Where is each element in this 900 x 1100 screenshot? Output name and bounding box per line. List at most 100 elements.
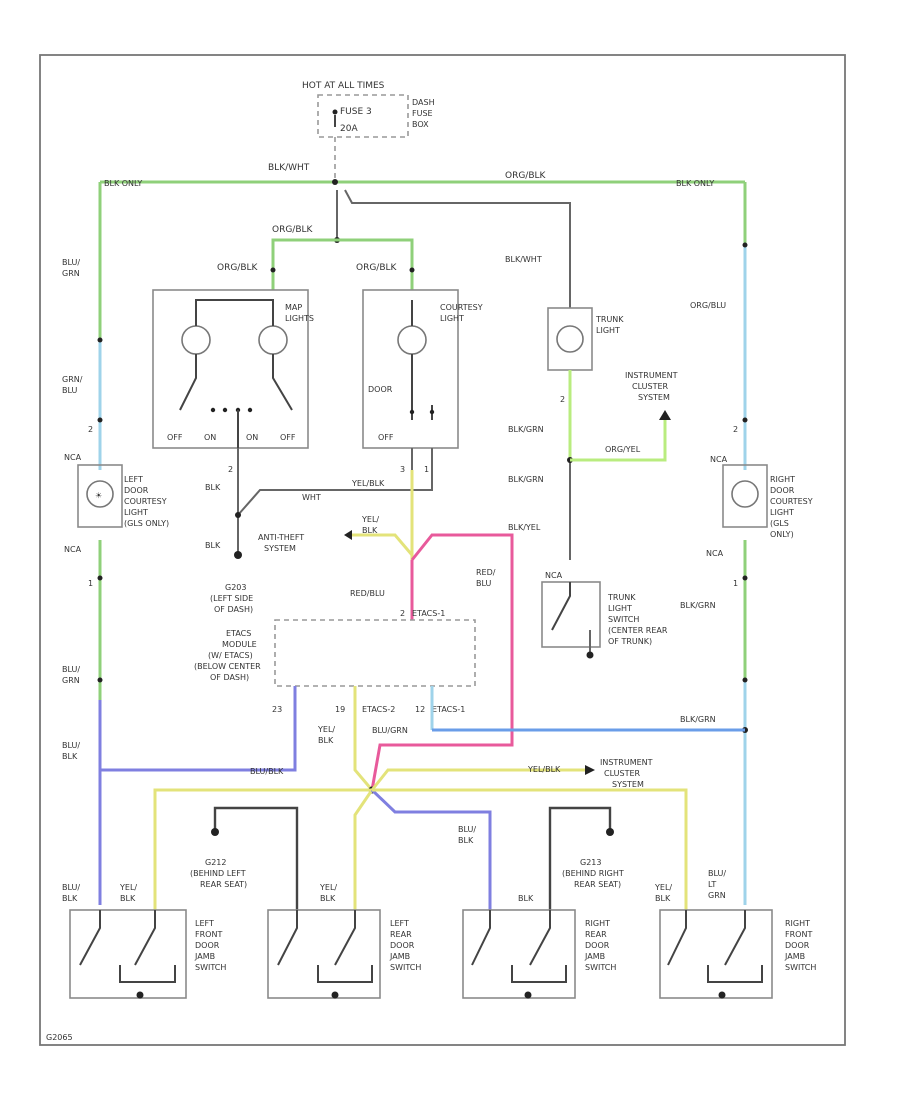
- svg-text:BLU/: BLU/: [62, 258, 80, 267]
- fuse-title: HOT AT ALL TIMES: [302, 81, 385, 91]
- svg-text:BLK: BLK: [205, 483, 221, 492]
- svg-text:LIGHT: LIGHT: [124, 508, 148, 517]
- svg-text:MAP: MAP: [285, 303, 302, 312]
- svg-text:OF DASH): OF DASH): [214, 605, 253, 614]
- svg-text:COURTESY: COURTESY: [440, 303, 483, 312]
- svg-text:(GLS: (GLS: [770, 519, 789, 528]
- svg-text:DASH: DASH: [412, 98, 435, 107]
- svg-text:BLU/: BLU/: [62, 665, 80, 674]
- svg-text:CLUSTER: CLUSTER: [632, 382, 669, 391]
- svg-text:NCA: NCA: [64, 453, 82, 462]
- svg-text:BLK: BLK: [458, 836, 474, 845]
- svg-text:ORG/BLK: ORG/BLK: [356, 263, 398, 273]
- svg-text:FUSE: FUSE: [412, 109, 433, 118]
- courtesy-light: DOOR OFF COURTESY LIGHT: [237, 289, 483, 516]
- svg-text:2: 2: [88, 425, 93, 434]
- svg-text:2: 2: [228, 465, 233, 474]
- svg-text:G203: G203: [225, 583, 246, 592]
- svg-text:ETACS: ETACS: [226, 629, 251, 638]
- svg-text:1: 1: [88, 579, 93, 588]
- svg-text:(BEHIND LEFT: (BEHIND LEFT: [190, 869, 246, 878]
- svg-text:YEL/: YEL/: [317, 725, 335, 734]
- svg-text:BLK/GRN: BLK/GRN: [680, 601, 716, 610]
- svg-text:DOOR: DOOR: [390, 941, 415, 950]
- svg-text:NCA: NCA: [64, 545, 82, 554]
- svg-text:LIGHT: LIGHT: [770, 508, 794, 517]
- svg-text:YEL/: YEL/: [361, 515, 379, 524]
- svg-text:MODULE: MODULE: [222, 640, 257, 649]
- svg-text:COURTESY: COURTESY: [770, 497, 813, 506]
- svg-text:ETACS-2: ETACS-2: [362, 705, 395, 714]
- svg-text:INSTRUMENT: INSTRUMENT: [600, 758, 653, 767]
- svg-text:ORG/BLU: ORG/BLU: [690, 301, 726, 310]
- svg-text:GRN: GRN: [62, 676, 80, 685]
- svg-text:BLK ONLY: BLK ONLY: [104, 179, 142, 188]
- ground-g212: G212 (BEHIND LEFT REAR SEAT): [190, 806, 299, 910]
- map-lights: OFF ON ON OFF MAP LIGHTS: [152, 289, 314, 449]
- svg-text:G212: G212: [205, 858, 226, 867]
- svg-text:RED/: RED/: [476, 568, 496, 577]
- svg-text:BLK: BLK: [362, 526, 378, 535]
- svg-text:BOX: BOX: [412, 120, 429, 129]
- svg-text:BLK: BLK: [62, 752, 78, 761]
- svg-text:BLU: BLU: [62, 386, 78, 395]
- svg-text:LT: LT: [708, 880, 716, 889]
- svg-text:REAR SEAT): REAR SEAT): [574, 880, 621, 889]
- svg-text:3: 3: [400, 465, 405, 474]
- svg-text:BLK: BLK: [62, 894, 78, 903]
- svg-text:FRONT: FRONT: [785, 930, 812, 939]
- svg-text:OFF: OFF: [167, 433, 183, 442]
- svg-text:BLU/: BLU/: [62, 883, 80, 892]
- svg-text:SYSTEM: SYSTEM: [638, 393, 670, 402]
- svg-text:YEL/: YEL/: [119, 883, 137, 892]
- svg-text:DOOR: DOOR: [124, 486, 149, 495]
- left-front-door-jamb-switch: LEFT FRONT DOOR JAMB SWITCH: [69, 909, 226, 999]
- svg-text:BLK: BLK: [205, 541, 221, 550]
- svg-text:DOOR: DOOR: [785, 941, 810, 950]
- left-rear-door-jamb-switch: LEFT REAR DOOR JAMB SWITCH: [267, 909, 421, 999]
- svg-text:GRN: GRN: [62, 269, 80, 278]
- svg-text:BLK/WHT: BLK/WHT: [505, 255, 542, 264]
- svg-text:WHT: WHT: [302, 493, 321, 502]
- right-door-courtesy-light: NCA NCA RIGHT DOOR COURTESY LIGHT (GLS O…: [706, 455, 813, 558]
- svg-text:LIGHT: LIGHT: [596, 326, 620, 335]
- svg-text:23: 23: [272, 705, 282, 714]
- svg-text:ORG/BLK: ORG/BLK: [272, 225, 314, 235]
- footer-code: G2065: [46, 1033, 73, 1042]
- diagram-frame: [39, 54, 846, 1046]
- svg-text:(GLS ONLY): (GLS ONLY): [124, 519, 169, 528]
- svg-text:ONLY): ONLY): [770, 530, 794, 539]
- svg-text:INSTRUMENT: INSTRUMENT: [625, 371, 678, 380]
- svg-text:1: 1: [424, 465, 429, 474]
- svg-text:YEL/: YEL/: [319, 883, 337, 892]
- svg-text:BLK/YEL: BLK/YEL: [508, 523, 541, 532]
- svg-text:G213: G213: [580, 858, 601, 867]
- right-front-door-jamb-switch: RIGHT FRONT DOOR JAMB SWITCH: [659, 909, 816, 999]
- svg-text:ORG/YEL: ORG/YEL: [605, 445, 641, 454]
- svg-text:YEL/BLK: YEL/BLK: [527, 765, 561, 774]
- etacs-module: ETACS MODULE (W/ ETACS) (BELOW CENTER OF…: [194, 609, 476, 714]
- svg-text:ORG/BLK: ORG/BLK: [505, 171, 547, 181]
- svg-text:YEL/: YEL/: [654, 883, 672, 892]
- left-door-courtesy-light: ☀ NCA NCA LEFT DOOR COURTESY LIGHT (GLS …: [64, 453, 169, 554]
- svg-text:TRUNK: TRUNK: [595, 315, 624, 324]
- svg-text:12: 12: [415, 705, 425, 714]
- svg-text:DOOR: DOOR: [585, 941, 610, 950]
- svg-text:(W/ ETACS): (W/ ETACS): [208, 651, 253, 660]
- svg-text:YEL/BLK: YEL/BLK: [351, 479, 385, 488]
- pink-wires: RED/BLU RED/ BLU BLK/YEL: [350, 523, 541, 791]
- svg-text:BLK/GRN: BLK/GRN: [508, 425, 544, 434]
- svg-text:OF DASH): OF DASH): [210, 673, 249, 682]
- switch-wire-labels: BLU/ BLK YEL/ BLK YEL/ BLK BLK YEL/ BLK …: [62, 869, 726, 903]
- svg-text:ANTI-THEFT: ANTI-THEFT: [258, 533, 304, 542]
- anti-theft-system: ANTI-THEFT SYSTEM YEL/ BLK YEL/BLK 3 1: [258, 465, 429, 560]
- svg-text:ON: ON: [246, 433, 258, 442]
- svg-text:BLU/GRN: BLU/GRN: [372, 726, 408, 735]
- svg-text:2: 2: [733, 425, 738, 434]
- svg-text:BLK: BLK: [655, 894, 671, 903]
- svg-text:DOOR: DOOR: [368, 385, 393, 394]
- svg-text:ON: ON: [204, 433, 216, 442]
- svg-text:COURTESY: COURTESY: [124, 497, 167, 506]
- svg-text:BLK/GRN: BLK/GRN: [680, 715, 716, 724]
